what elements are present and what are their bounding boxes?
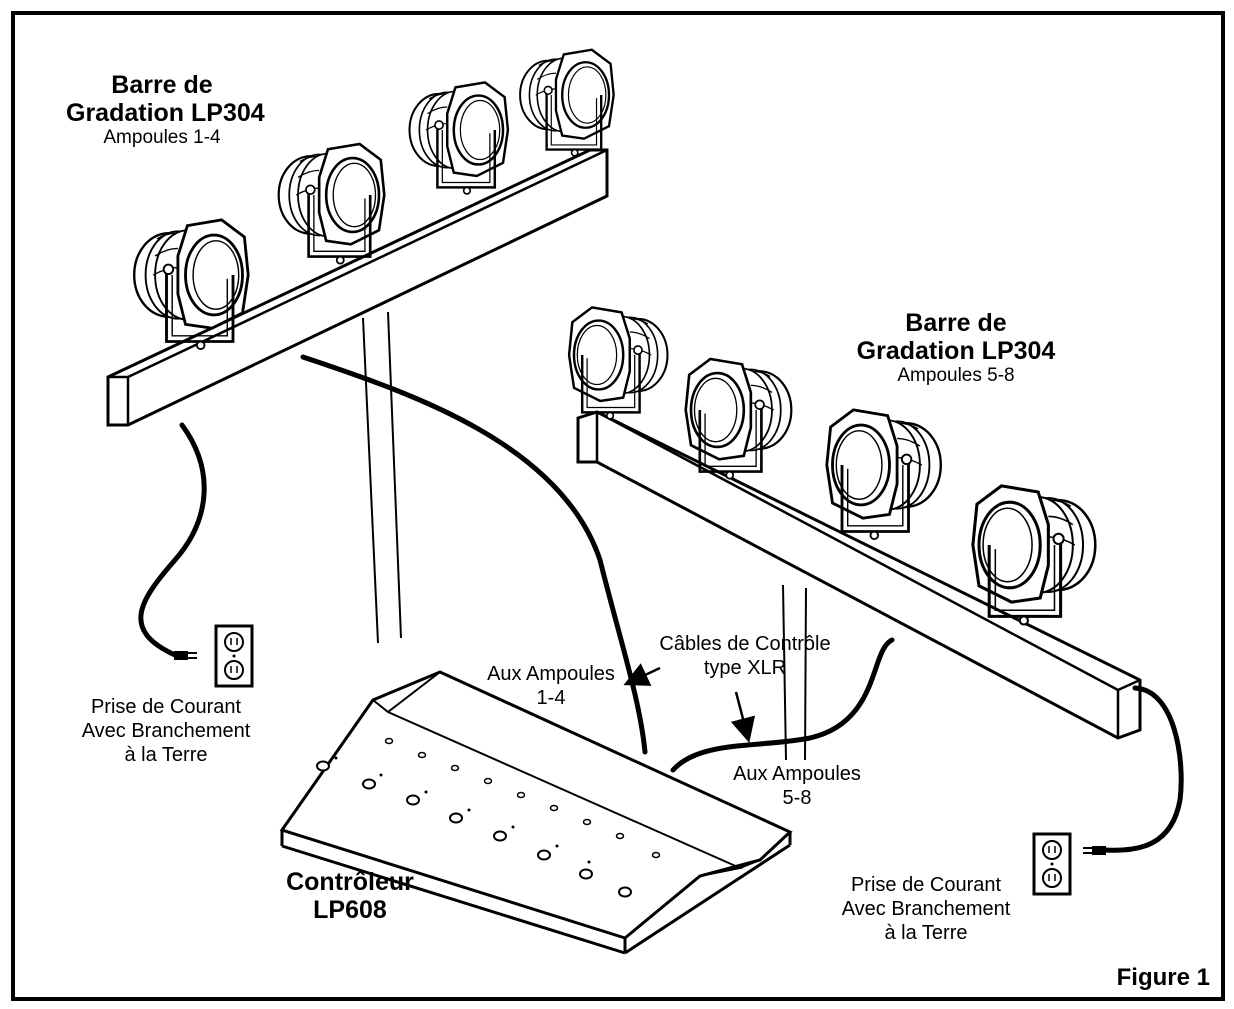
- left-bar-label: Barre de Gradation LP304 Ampoules 1-4: [66, 71, 265, 149]
- right-stand-pole: [782, 584, 807, 761]
- left-lamp-2: [277, 142, 386, 265]
- left-bar-title-1: Barre de: [111, 71, 213, 99]
- outlet-right-label: Prise de Courant Avec Branchement à la T…: [820, 873, 1032, 945]
- outlet-left-line1: Prise de Courant: [90, 696, 242, 718]
- to-1-4-line2: 1-4: [536, 687, 566, 709]
- xlr-cables-line2: type XLR: [703, 657, 787, 679]
- xlr-cables-label: Câbles de Contrôle type XLR: [640, 632, 850, 680]
- right-bar-title-2: Gradation LP304: [856, 336, 1056, 365]
- outlet-right-icon: [1032, 832, 1072, 896]
- left-lamp-3: [408, 81, 510, 196]
- controller-line2: LP608: [313, 896, 387, 924]
- left-stand-pole: [362, 311, 402, 644]
- left-lamp-4: [518, 48, 615, 158]
- controller-label: Contrôleur LP608: [270, 868, 430, 924]
- right-lamp-8: [971, 484, 1097, 627]
- control-cable-5-8: [670, 637, 895, 773]
- to-ampoules-1-4-label: Aux Ampoules 1-4: [466, 662, 636, 710]
- power-cable-right: [1102, 685, 1184, 853]
- control-cable-1-4: [300, 354, 648, 755]
- to-5-8-line2: 5-8: [782, 787, 812, 809]
- power-plug-right: [1083, 846, 1106, 855]
- right-lamp-6: [684, 357, 793, 480]
- outlet-left-icon: [214, 624, 254, 688]
- arrow-to-1-4: [623, 663, 661, 686]
- xlr-cables-line1: Câbles de Contrôle: [659, 633, 831, 655]
- outlet-left-line2: Avec Branchement: [81, 720, 251, 742]
- outlet-right-line3: à la Terre: [884, 922, 968, 944]
- right-bar-subtitle: Ampoules 5-8: [897, 365, 1015, 386]
- outlet-right-line1: Prise de Courant: [850, 874, 1002, 896]
- right-bar-label: Barre de Gradation LP304 Ampoules 5-8: [856, 309, 1056, 387]
- right-lamp-5: [567, 306, 669, 421]
- outlet-left-label: Prise de Courant Avec Branchement à la T…: [60, 695, 272, 767]
- power-plug-left: [174, 651, 197, 660]
- outlet-left-line3: à la Terre: [124, 744, 208, 766]
- to-ampoules-5-8-label: Aux Ampoules 5-8: [712, 762, 882, 810]
- power-cable-left: [138, 422, 207, 658]
- controller-line1: Contrôleur: [286, 868, 414, 896]
- to-5-8-line1: Aux Ampoules: [733, 763, 861, 785]
- outlet-right-line2: Avec Branchement: [841, 898, 1011, 920]
- to-1-4-line1: Aux Ampoules: [487, 663, 615, 685]
- figure-frame: [11, 11, 1225, 1001]
- right-bar-title-1: Barre de: [905, 309, 1007, 337]
- arrow-xlr: [730, 691, 756, 743]
- right-lamp-7: [825, 408, 943, 541]
- right-dimmer-bar: [576, 410, 1142, 740]
- controller-lp608: [279, 670, 793, 955]
- left-bar-subtitle: Ampoules 1-4: [103, 127, 221, 148]
- left-bar-title-2: Gradation LP304: [66, 98, 265, 127]
- figure-label: Figure 1: [1116, 964, 1210, 991]
